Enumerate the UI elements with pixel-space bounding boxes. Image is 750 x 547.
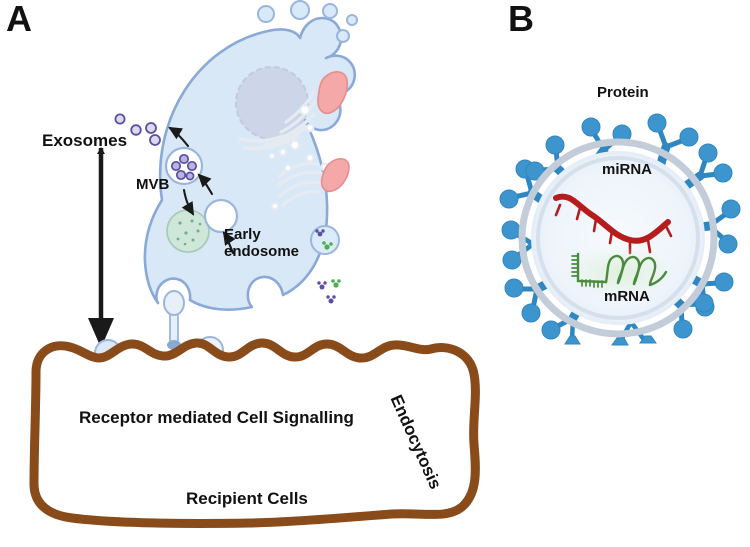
free-cargo-molecules xyxy=(317,279,341,304)
label-receptor-mediated-cell-signalling: Receptor mediated Cell Signalling xyxy=(79,408,354,427)
label-protein: Protein xyxy=(597,84,649,101)
internal-pathway-arrows xyxy=(168,126,236,255)
endoplasmic-reticulum xyxy=(238,90,317,151)
membrane-receptor xyxy=(163,290,185,350)
mrna-strand xyxy=(571,252,668,288)
label-mvb: MVB xyxy=(136,176,170,193)
panel-b-letter: B xyxy=(508,0,534,39)
exosome-structure xyxy=(499,113,741,346)
label-early-endosome: Early endosome xyxy=(224,226,300,260)
golgi-apparatus xyxy=(276,161,323,207)
lysosome xyxy=(166,209,210,253)
multivesicular-body xyxy=(164,146,204,186)
label-mrna: mRNA xyxy=(604,288,650,305)
exosome-inner-membrane xyxy=(536,156,700,320)
exosome-outer-membrane xyxy=(518,138,718,338)
released-exosomes xyxy=(114,113,161,146)
protein xyxy=(675,143,733,195)
label-exosomes: Exosomes xyxy=(42,131,128,150)
exosome-transfer-arrow xyxy=(88,147,114,348)
membrane-budding-vesicles xyxy=(257,0,358,43)
lysosome-granules xyxy=(176,219,202,246)
arrow-mvb-to-lysosome xyxy=(181,188,195,216)
er-vesicles xyxy=(268,104,315,160)
mirna-strand xyxy=(553,193,673,255)
arrow-endosome-to-mvb xyxy=(197,173,214,196)
panel-a-letter: A xyxy=(6,0,32,39)
donor-cell xyxy=(114,0,358,311)
label-recipient-cells: Recipient Cells xyxy=(186,489,308,508)
mitochondria xyxy=(317,71,350,193)
early-endosome xyxy=(203,198,239,234)
label-mirna: miRNA xyxy=(602,161,653,178)
recipient-cell-membrane xyxy=(29,338,480,528)
arrow-early-endosome-label xyxy=(222,231,236,255)
cargo-vesicle xyxy=(310,225,340,255)
arrow-mvb-to-membrane xyxy=(168,126,190,148)
